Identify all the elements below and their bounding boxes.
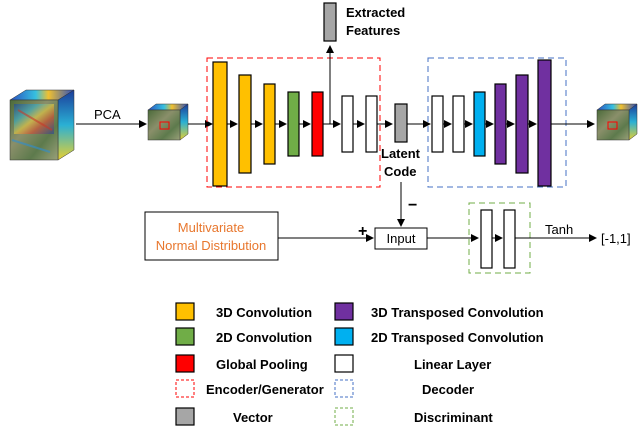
decoder-3d-tconv-2 [515, 74, 529, 174]
legend-encoder: Encoder/Generator [206, 382, 324, 397]
legend-swatch-decoder [334, 379, 354, 398]
legend-linear: Linear Layer [414, 357, 491, 372]
decoder-box [427, 57, 567, 188]
legend-swatch-encoder [175, 379, 195, 398]
discriminant-linear-2 [503, 209, 516, 269]
decoder-linear-1 [431, 95, 444, 153]
decoder-3d-tconv-3 [537, 59, 552, 187]
extracted-label-2: Features [346, 23, 400, 38]
legend-discriminant: Discriminant [414, 410, 493, 425]
extracted-features-vector [323, 2, 337, 42]
encoder-linear-2 [365, 95, 378, 153]
legend-2d-tconv: 2D Transposed Convolution [371, 330, 544, 345]
legend-swatch-2d-tconv [334, 327, 354, 346]
reconstructed-cube [596, 103, 638, 141]
extracted-label-1: Extracted [346, 5, 405, 20]
plus-sign: + [358, 223, 367, 240]
encoder-3d-conv-3 [263, 83, 276, 165]
legend-3d-conv: 3D Convolution [216, 305, 312, 320]
legend-swatch-discriminant [334, 407, 354, 426]
legend-swatch-global-pooling [175, 354, 195, 373]
tanh-label: Tanh [545, 222, 573, 237]
minus-sign: − [408, 197, 417, 214]
discriminant-linear-1 [480, 209, 493, 269]
legend-swatch-3d-conv [175, 302, 195, 321]
encoder-linear-1 [341, 95, 354, 153]
legend-global-pooling: Global Pooling [216, 357, 308, 372]
encoder-global-pooling [311, 91, 324, 157]
encoder-3d-conv-2 [238, 74, 252, 174]
reduced-cube [147, 103, 189, 141]
encoder-3d-conv-1 [212, 61, 228, 187]
latent-label-1: Latent [381, 146, 421, 161]
legend-decoder: Decoder [422, 382, 474, 397]
latent-label-2: Code [384, 164, 417, 179]
decoder-3d-tconv-1 [494, 83, 507, 165]
distribution-box [144, 211, 279, 261]
hyperspectral-cube-input [9, 89, 75, 161]
input-label: Input [387, 231, 416, 246]
legend-swatch-2d-conv [175, 327, 195, 346]
decoder-2d-tconv [473, 91, 486, 157]
legend-vector: Vector [233, 410, 273, 425]
legend: 3D Convolution 2D Convolution Global Poo… [175, 302, 544, 426]
encoder-2d-conv [287, 91, 300, 157]
range-label: [-1,1] [601, 231, 631, 246]
legend-3d-tconv: 3D Transposed Convolution [371, 305, 544, 320]
pca-label: PCA [94, 107, 121, 122]
legend-swatch-vector [175, 407, 195, 426]
legend-swatch-linear [334, 354, 354, 373]
distribution-label-2: Normal Distribution [156, 238, 267, 253]
legend-2d-conv: 2D Convolution [216, 330, 312, 345]
latent-code-vector [394, 103, 408, 143]
distribution-label-1: Multivariate [178, 220, 244, 235]
legend-swatch-3d-tconv [334, 302, 354, 321]
decoder-linear-2 [452, 95, 465, 153]
